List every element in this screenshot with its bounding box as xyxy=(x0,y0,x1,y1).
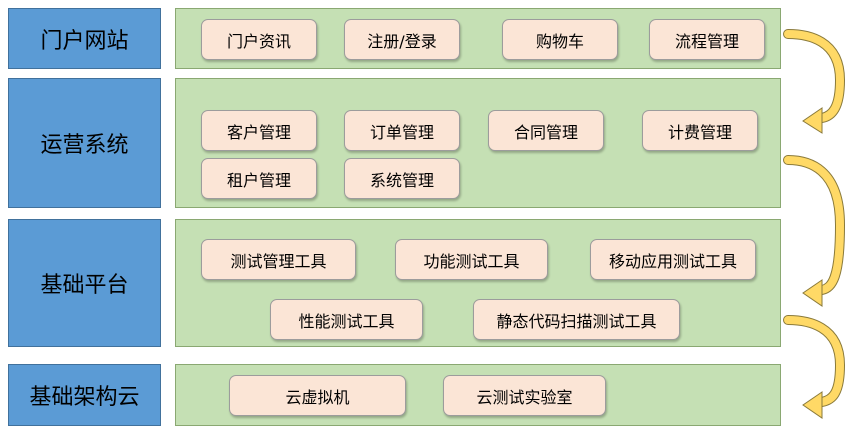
layer-label-portal: 门户网站 xyxy=(8,8,161,69)
module-cloud-test-lab[interactable]: 云测试实验室 xyxy=(443,375,606,416)
module-register-login[interactable]: 注册/登录 xyxy=(344,19,460,60)
module-portal-news[interactable]: 门户资讯 xyxy=(201,19,317,60)
module-cloud-vm[interactable]: 云虚拟机 xyxy=(229,375,406,416)
module-shopping-cart[interactable]: 购物车 xyxy=(502,19,618,60)
layer-panel-portal: 门户资讯 注册/登录 购物车 流程管理 xyxy=(175,8,781,69)
module-billing-management[interactable]: 计费管理 xyxy=(642,110,758,151)
layer-label-infrastructure: 基础架构云 xyxy=(8,364,161,426)
module-functional-test-tool[interactable]: 功能测试工具 xyxy=(395,239,548,280)
module-system-management[interactable]: 系统管理 xyxy=(344,158,460,199)
layer-panel-operations: 客户管理 订单管理 合同管理 计费管理 租户管理 系统管理 xyxy=(175,78,781,208)
flow-arrow-3 xyxy=(783,315,846,419)
module-tenant-management[interactable]: 租户管理 xyxy=(201,158,317,199)
module-performance-test-tool[interactable]: 性能测试工具 xyxy=(270,299,423,340)
module-customer-management[interactable]: 客户管理 xyxy=(201,110,317,151)
flow-arrow-2 xyxy=(783,155,846,307)
layer-label-operations: 运营系统 xyxy=(8,78,161,208)
module-test-management-tool[interactable]: 测试管理工具 xyxy=(201,239,356,280)
layer-panel-infrastructure: 云虚拟机 云测试实验室 xyxy=(175,364,781,426)
flow-arrow-1 xyxy=(783,29,846,134)
layer-panel-platform: 测试管理工具 功能测试工具 移动应用测试工具 性能测试工具 静态代码扫描测试工具 xyxy=(175,219,781,347)
module-order-management[interactable]: 订单管理 xyxy=(344,110,460,151)
module-static-code-scan-tool[interactable]: 静态代码扫描测试工具 xyxy=(473,299,680,340)
layer-label-platform: 基础平台 xyxy=(8,219,161,347)
module-contract-management[interactable]: 合同管理 xyxy=(488,110,604,151)
module-process-management[interactable]: 流程管理 xyxy=(649,19,765,60)
module-mobile-app-test-tool[interactable]: 移动应用测试工具 xyxy=(590,239,756,280)
